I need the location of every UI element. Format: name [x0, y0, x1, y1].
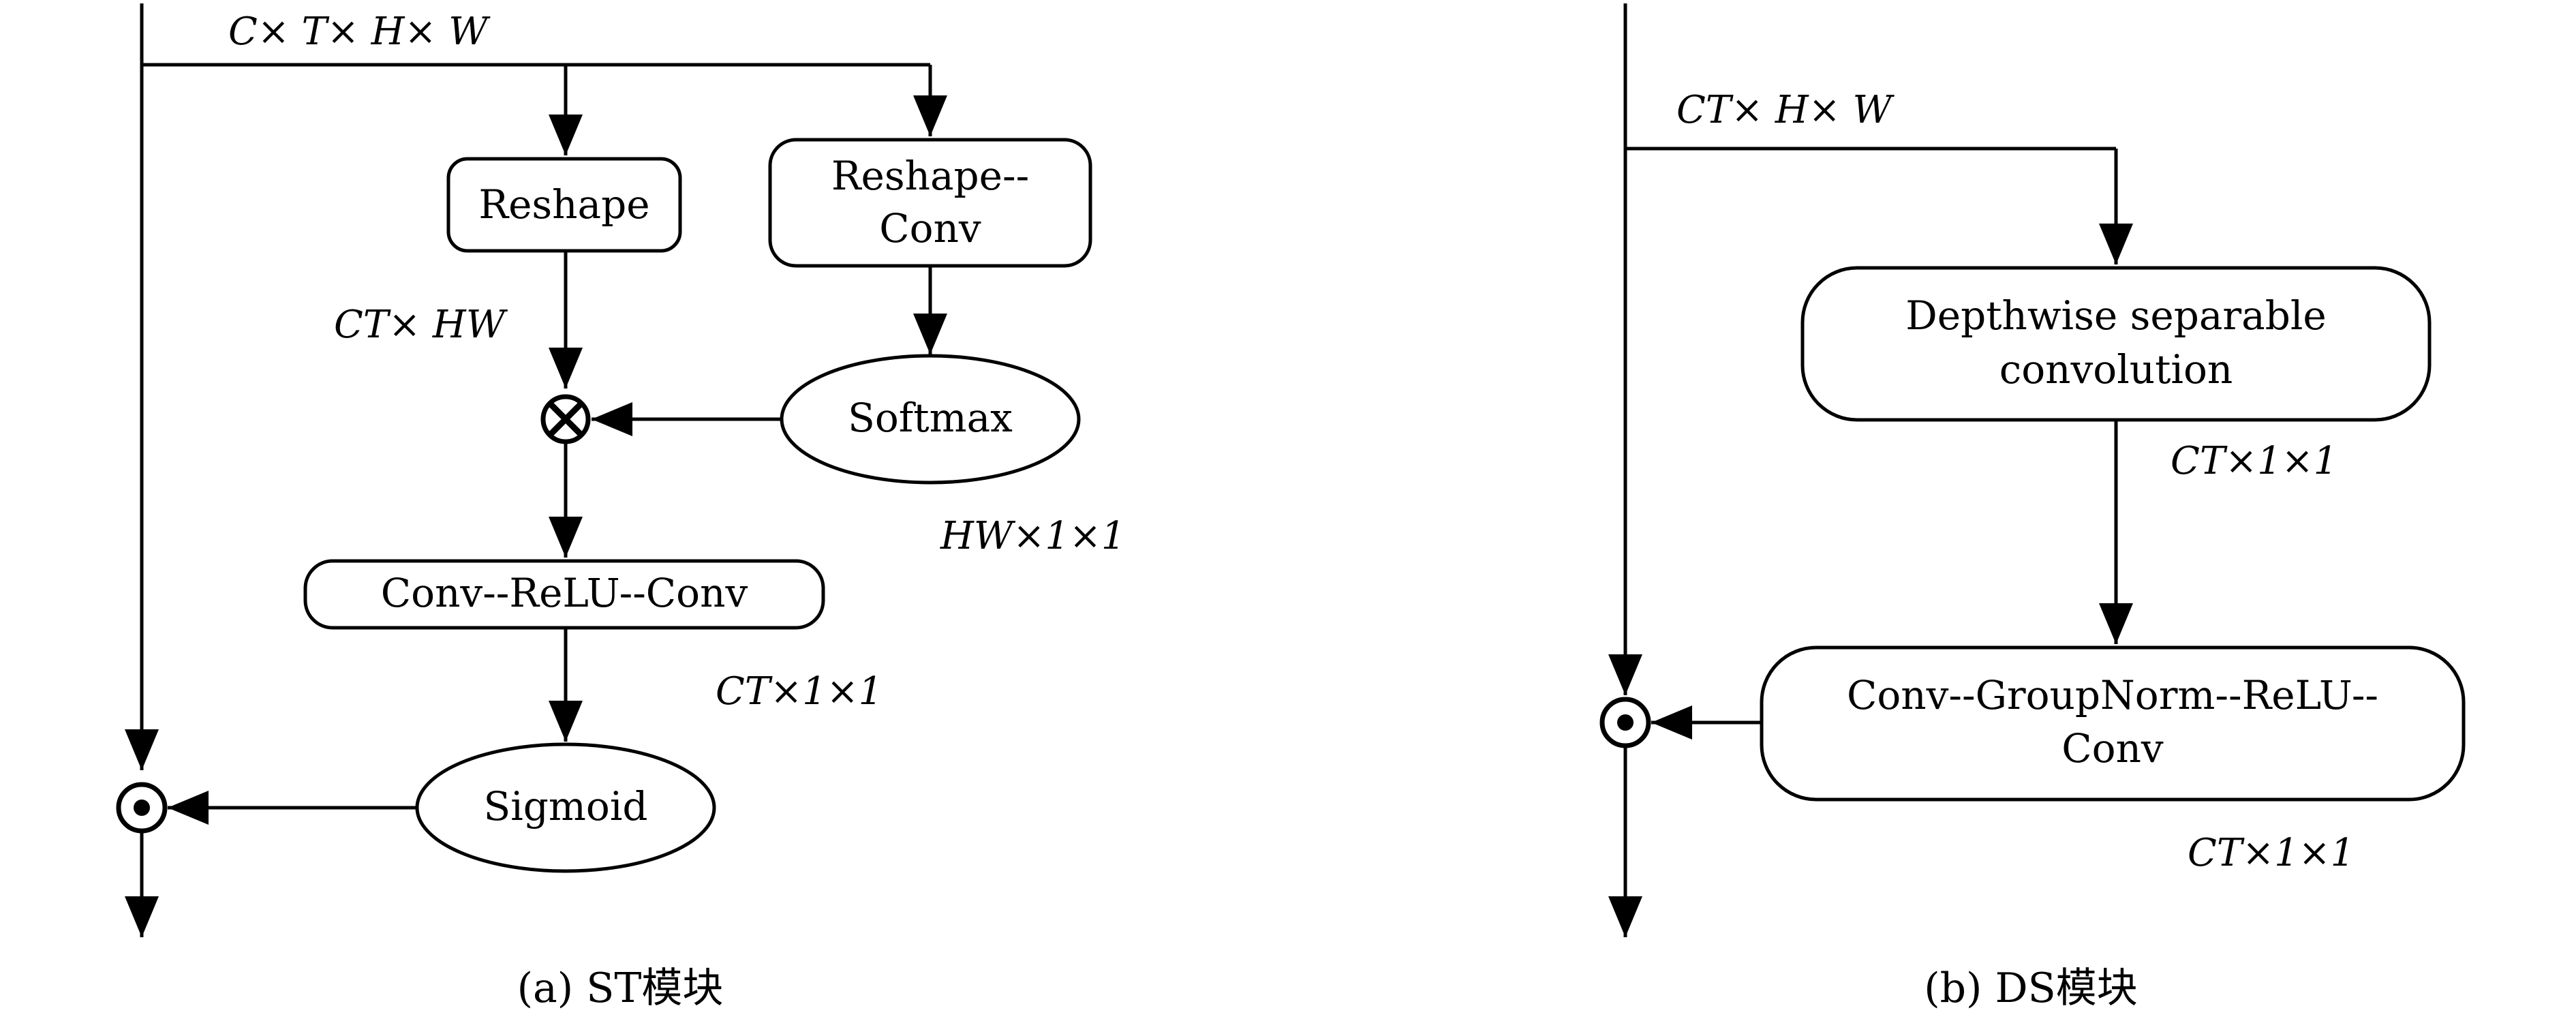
b-dsconv-line1: Depthwise separable	[1905, 292, 2326, 339]
a-softmax-label: Softmax	[848, 395, 1013, 441]
panel-b: CT× H× W Depthwise separable convolution…	[1599, 3, 2466, 1012]
a-conv-relu-conv-label: Conv--ReLU--Conv	[381, 570, 748, 616]
a-reshapeconv-line2: Conv	[879, 205, 981, 252]
b-cgrc-line1: Conv--GroupNorm--ReLU--	[1847, 672, 2378, 718]
panel-a: C× T× H× W Reshape Reshape-- Conv CT× HW…	[116, 3, 1126, 1012]
b-hadamard-icon	[1599, 697, 1651, 748]
b-cgrc-line2: Conv	[2061, 725, 2164, 772]
a-multiply-icon	[540, 394, 591, 444]
b-dsconv-line2: convolution	[1999, 346, 2233, 393]
a-softmax-dim: HW×1×1	[940, 514, 1126, 558]
b-cgrc-box	[1760, 645, 2466, 802]
a-reshapeconv-line1: Reshape--	[831, 153, 1029, 199]
b-caption: (b) DS模块	[1924, 964, 2138, 1012]
a-conv-out-dim: CT×1×1	[716, 669, 883, 714]
a-hadamard-icon	[116, 782, 168, 834]
a-sigmoid-label: Sigmoid	[483, 783, 647, 830]
a-reshape-label: Reshape	[478, 181, 649, 228]
a-caption: (a) ST模块	[517, 964, 724, 1012]
b-input-dim: CT× H× W	[1676, 88, 1895, 132]
a-input-dim: C× T× H× W	[228, 10, 491, 54]
a-reshape-out-dim: CT× HW	[334, 303, 508, 347]
b-dsconv-box	[1800, 266, 2432, 422]
b-cgrc-dim: CT×1×1	[2188, 831, 2355, 875]
b-dsconv-dim: CT×1×1	[2171, 439, 2337, 483]
